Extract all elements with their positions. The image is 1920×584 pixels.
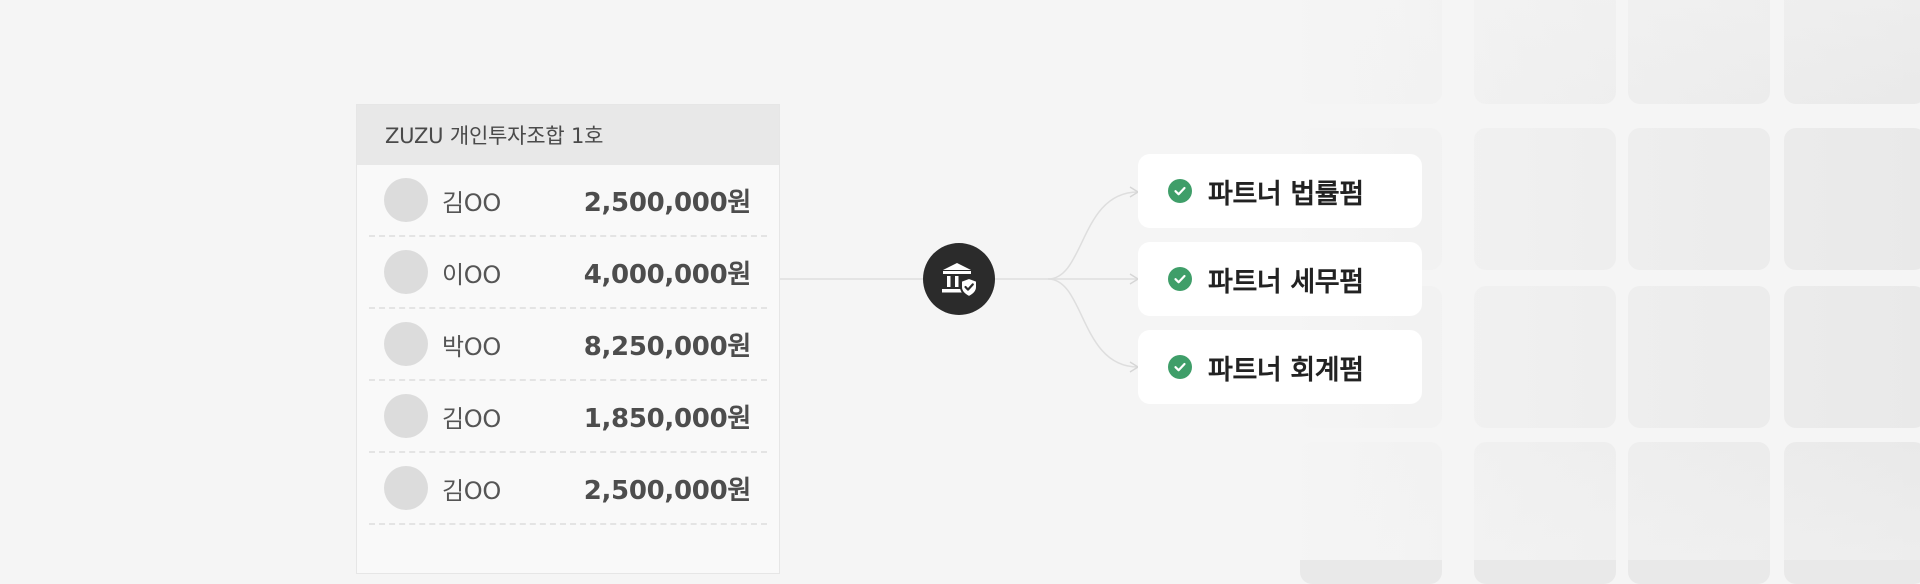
investor-row: 김OO 2,500,000원 [369, 453, 767, 525]
background-tile [1300, 0, 1442, 104]
partner-label: 파트너 세무펌 [1208, 266, 1364, 298]
check-circle-icon [1168, 267, 1192, 291]
investor-amount: 2,500,000원 [583, 187, 752, 218]
background-tile [1784, 128, 1920, 270]
avatar [384, 466, 428, 510]
investor-name: 박OO [442, 332, 501, 361]
investor-amount: 8,250,000원 [583, 331, 752, 362]
background-tile [1784, 442, 1920, 584]
investor-row: 김OO 1,850,000원 [369, 381, 767, 453]
background-tile [1474, 442, 1616, 584]
investor-amount: 2,500,000원 [583, 475, 752, 506]
investor-amount: 1,850,000원 [583, 403, 752, 434]
check-circle-icon [1168, 355, 1192, 379]
background-tile [1628, 442, 1770, 584]
bank-shield-icon [942, 263, 978, 299]
background-tile [1474, 128, 1616, 270]
background-tile [1300, 442, 1442, 584]
investor-row: 김OO 2,500,000원 [369, 165, 767, 237]
investor-row: 이OO 4,000,000원 [369, 237, 767, 309]
investor-name: 김OO [442, 404, 501, 433]
avatar [384, 250, 428, 294]
bank-shield-hub [923, 243, 995, 315]
partner-label: 파트너 법률펌 [1208, 178, 1364, 210]
background-tile [1628, 286, 1770, 428]
avatar [384, 322, 428, 366]
partner-card-law: 파트너 법률펌 [1138, 154, 1422, 228]
background-tile [1784, 286, 1920, 428]
partner-label: 파트너 회계펌 [1208, 354, 1364, 386]
background-tile [1784, 0, 1920, 104]
background-tile [1628, 128, 1770, 270]
fund-title: ZUZU 개인투자조합 1호 [357, 105, 779, 165]
investor-name: 이OO [442, 260, 501, 289]
partner-card-tax: 파트너 세무펌 [1138, 242, 1422, 316]
investor-row: 박OO 8,250,000원 [369, 309, 767, 381]
background-tile [1474, 0, 1616, 104]
background-tile [1474, 286, 1616, 428]
fund-card: ZUZU 개인투자조합 1호 김OO 2,500,000원 이OO 4,000,… [356, 104, 780, 574]
investor-name: 김OO [442, 188, 501, 217]
investor-name: 김OO [442, 476, 501, 505]
investor-amount: 4,000,000원 [583, 259, 752, 290]
partner-card-accounting: 파트너 회계펌 [1138, 330, 1422, 404]
avatar [384, 394, 428, 438]
check-circle-icon [1168, 179, 1192, 203]
background-tile [1628, 0, 1770, 104]
avatar [384, 178, 428, 222]
